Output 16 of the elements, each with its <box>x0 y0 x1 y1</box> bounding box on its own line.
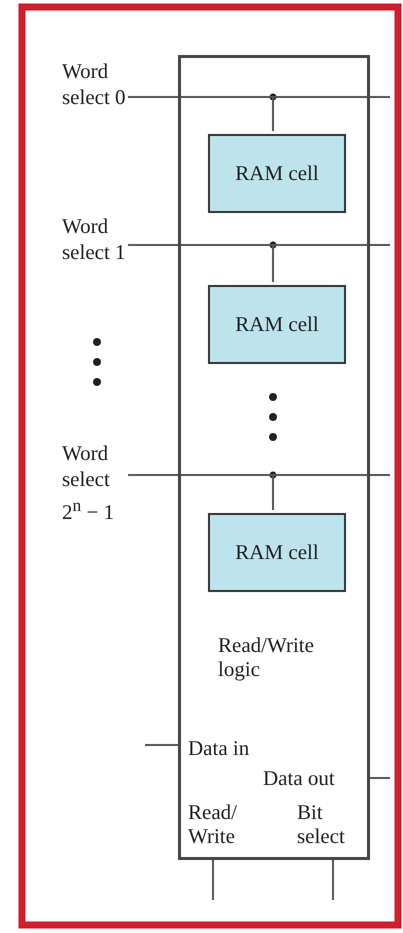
signal-label: Data out <box>263 766 336 790</box>
ram-cell-box: RAM cell <box>208 513 346 592</box>
signal-label: Read/ Write <box>188 800 238 848</box>
signal-label: Bit select <box>297 800 346 848</box>
word-select-label: Word select 1 <box>62 213 128 291</box>
word-select-label: Word select 0 <box>62 58 128 136</box>
signal-line <box>370 777 390 779</box>
signal-label: Data in <box>188 736 250 760</box>
ram-cell-box: RAM cell <box>208 285 346 364</box>
signal-line <box>332 860 334 900</box>
signal-line <box>212 860 214 900</box>
signal-line <box>145 744 178 746</box>
memory-column-box <box>178 55 370 860</box>
signal-label: Read/Write logic <box>218 633 315 681</box>
ram-cell-box: RAM cell <box>208 134 346 213</box>
word-select-label: Word select 2$^{n}$ − 1 <box>62 440 128 518</box>
